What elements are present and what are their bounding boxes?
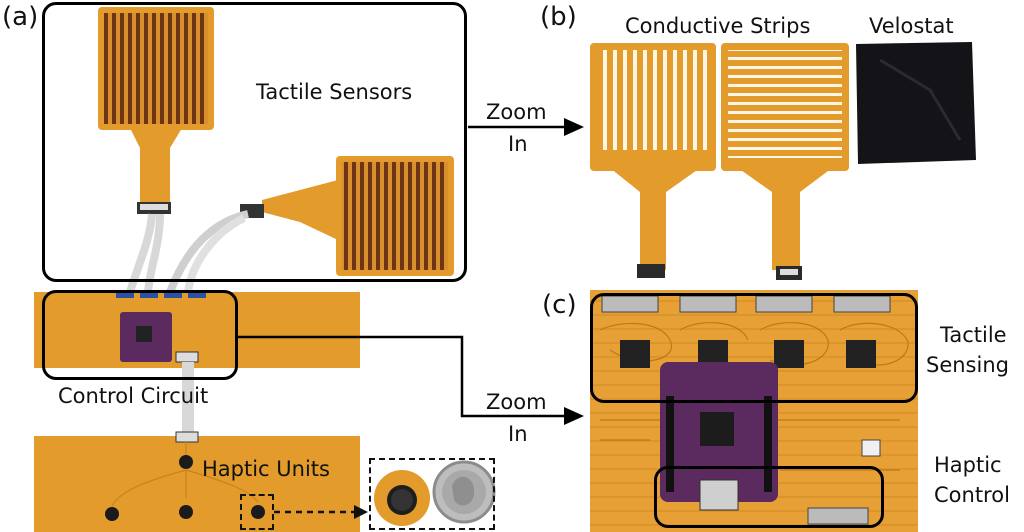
pcb-connectors xyxy=(601,295,891,313)
panel-b-letter: (b) xyxy=(540,2,577,32)
zoom-bottom-line1: Zoom xyxy=(486,390,547,414)
haptic-control-line1: Haptic xyxy=(934,453,1002,477)
velostat-sheet xyxy=(856,42,976,164)
zoom-bottom-line2: In xyxy=(508,422,528,446)
closeup-dashed-box xyxy=(369,458,495,530)
haptic-cable xyxy=(182,362,194,436)
tactile-sensors-box xyxy=(42,2,467,282)
haptic-unit-dashed-box xyxy=(240,494,274,530)
usb-port xyxy=(699,479,739,511)
haptic-strip xyxy=(34,436,360,532)
control-circuit-box xyxy=(42,290,238,380)
conductive-strip-horizontal xyxy=(721,43,849,280)
tactile-sensing-line2: Sensing xyxy=(926,353,1009,377)
conductive-strips-label: Conductive Strips xyxy=(625,14,811,38)
haptic-control-line2: Control xyxy=(934,483,1010,507)
tactile-sensor-left xyxy=(98,7,214,214)
tactile-sensors-label: Tactile Sensors xyxy=(256,80,413,104)
control-connectors xyxy=(116,290,206,298)
panel-a-letter: (a) xyxy=(2,2,39,32)
tactile-sensor-right xyxy=(240,156,454,276)
zoom-top-line1: Zoom xyxy=(486,100,547,124)
haptic-control-box xyxy=(654,466,884,528)
zoom-arrow-top xyxy=(468,118,584,136)
haptic-motors xyxy=(105,455,265,521)
zoom-top-line2: In xyxy=(508,132,528,156)
tactile-sensing-line1: Tactile xyxy=(940,323,1007,347)
control-circuit-label: Control Circuit xyxy=(58,384,209,408)
tactile-sensing-box xyxy=(590,293,918,403)
ribbon-cables xyxy=(126,210,249,294)
panel-c-letter: (c) xyxy=(542,290,577,320)
sensing-chips xyxy=(620,340,876,368)
haptic-units-label: Haptic Units xyxy=(202,457,330,481)
velostat-label: Velostat xyxy=(869,14,954,38)
conductive-strip-vertical xyxy=(590,43,716,278)
zoom-arrow-bottom xyxy=(238,335,584,425)
